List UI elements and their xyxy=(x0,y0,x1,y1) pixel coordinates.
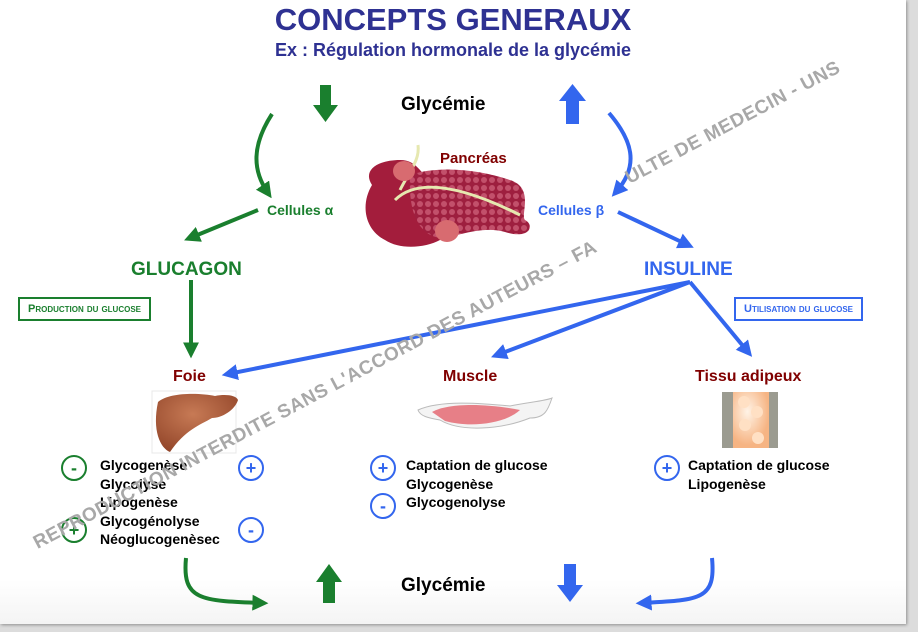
adipose-process-list: Captation de glucose Lipogenèse xyxy=(688,456,830,493)
arrow-glycemia-to-beta xyxy=(607,111,633,197)
slide: CONCEPTS GENERAUX Ex : Régulation hormon… xyxy=(0,0,906,624)
liver-glucagon-sign-plus: + xyxy=(61,517,87,543)
liver-process: Glycogénolyse xyxy=(100,512,200,529)
utilisation-glucose-box: Utilisation du glucose xyxy=(734,297,864,321)
top-arrow-down-icon xyxy=(313,85,338,122)
liver-process-list: Glycogenèse Glycolyse Lipogenèse Glycogé… xyxy=(100,456,220,549)
liver-insulin-sign-minus: - xyxy=(238,517,264,543)
arrow-insuline-to-adipose xyxy=(688,280,753,357)
muscle-label: Muscle xyxy=(443,368,498,385)
liver-glucagon-sign-minus: - xyxy=(61,455,87,481)
adipose-illustration xyxy=(722,392,778,448)
liver-process: Glycogenèse xyxy=(100,457,188,473)
adipose-insulin-sign-plus: + xyxy=(654,455,680,481)
adipose-label: Tissu adipeux xyxy=(695,368,802,385)
arrow-alpha-to-glucagon xyxy=(184,208,259,242)
liver-process: Lipogenèse xyxy=(100,494,178,510)
glucagon-label: GLUCAGON xyxy=(131,259,242,280)
beta-cells-label: Cellules β xyxy=(538,202,605,218)
insuline-label: INSULINE xyxy=(644,259,733,280)
bottom-glycemia-label: Glycémie xyxy=(401,575,486,596)
muscle-insulin-sign-plus: + xyxy=(370,455,396,481)
top-arrow-up-icon xyxy=(559,84,586,124)
muscle-insulin-sign-minus: - xyxy=(370,493,396,519)
slide-title: CONCEPTS GENERAUX xyxy=(274,2,632,37)
diagram-graphics xyxy=(151,84,778,611)
muscle-process: Glycogenolyse xyxy=(406,494,506,510)
liver-insulin-sign-plus: + xyxy=(238,455,264,481)
slide-subtitle: Ex : Régulation hormonale de la glycémie xyxy=(274,40,632,60)
bottom-arrow-down-icon xyxy=(557,564,583,602)
top-glycemia-label: Glycémie xyxy=(401,94,486,115)
adipose-process: Lipogenèse xyxy=(688,475,766,492)
arrow-insuline-to-muscle xyxy=(491,280,691,360)
liver-label: Foie xyxy=(173,368,206,385)
liver-process: Glycolyse xyxy=(100,475,167,492)
pancreas-illustration xyxy=(365,144,530,247)
arrow-glycemia-to-alpha xyxy=(254,112,274,199)
arrow-insuline-to-liver xyxy=(221,280,691,380)
bottom-arrow-up-icon xyxy=(316,564,342,603)
production-glucose-box: Production du glucose xyxy=(18,297,152,321)
muscle-process: Captation de glucose xyxy=(406,457,548,473)
pancreas-label: Pancréas xyxy=(440,150,507,167)
arrow-beta-to-insuline xyxy=(617,210,694,249)
alpha-cells-label: Cellules α xyxy=(267,202,334,218)
liver-process: Néoglucogenèsec xyxy=(100,531,220,547)
liver-illustration xyxy=(151,390,238,454)
muscle-illustration xyxy=(417,397,553,429)
arrow-liver-to-glycemia xyxy=(183,557,269,611)
muscle-process: Glycogenèse xyxy=(406,475,494,492)
muscle-process-list: Captation de glucose Glycogenèse Glycoge… xyxy=(406,456,548,512)
slide-bottom-fade xyxy=(0,580,906,624)
arrow-adipose-to-glycemia xyxy=(635,557,715,611)
adipose-process: Captation de glucose xyxy=(688,457,830,473)
